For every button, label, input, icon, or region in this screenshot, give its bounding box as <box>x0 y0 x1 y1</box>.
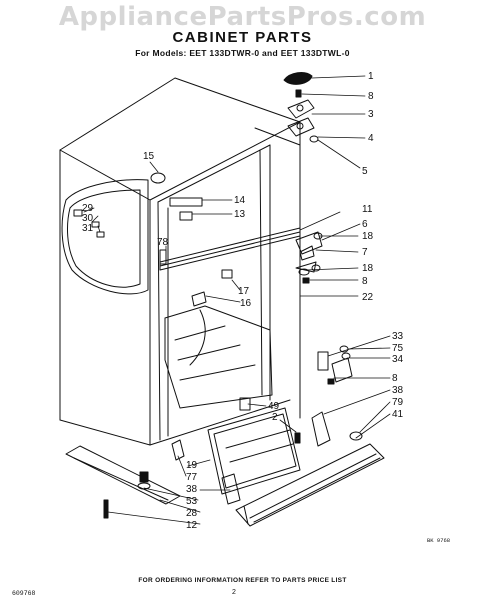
figure-code: BK 9768 <box>427 537 451 544</box>
center-hinge-assembly <box>295 231 323 284</box>
callout: 34 <box>392 354 404 365</box>
watermark: AppliancePartsPros.com <box>58 2 427 32</box>
callout: 13 <box>234 209 246 220</box>
top-hinge-assembly <box>283 72 319 143</box>
toe-grille <box>235 443 385 527</box>
callout: 77 <box>186 472 198 483</box>
callout: 53 <box>186 496 198 507</box>
bottom-hinge-assembly <box>239 345 363 447</box>
side-panel <box>61 179 149 295</box>
ordering-note: FOR ORDERING INFORMATION REFER TO PARTS … <box>138 577 347 584</box>
leader-lines <box>83 75 391 525</box>
model-subtitle: For Models: EET 133DTWR-0 and EET 133DTW… <box>135 48 350 58</box>
callout: 15 <box>143 151 155 162</box>
callout: 1 <box>368 71 374 82</box>
callout: 3 <box>368 109 374 120</box>
callout: 41 <box>392 409 404 420</box>
callout: 5 <box>362 166 368 177</box>
callout: 6 <box>362 219 368 230</box>
callout: 8 <box>368 91 374 102</box>
cabinet-small-parts <box>150 172 233 307</box>
callout: 7 <box>362 247 368 258</box>
callout: 2 <box>272 412 278 423</box>
callout: 79 <box>392 397 404 408</box>
cabinet-shell <box>59 77 301 446</box>
callout: 38 <box>392 385 404 396</box>
callout-labels: 1 8 3 4 5 15 14 13 29 30 31 11 6 18 7 18… <box>82 71 404 531</box>
callout: 49 <box>268 401 280 412</box>
callout: 29 <box>82 203 94 214</box>
crisper-pan <box>207 407 301 495</box>
callout: 4 <box>368 133 374 144</box>
callout: 22 <box>362 292 374 303</box>
callout: 17 <box>238 286 250 297</box>
page-title: CABINET PARTS <box>172 29 313 46</box>
crossbar-rail <box>159 227 301 271</box>
base-rail-assembly <box>65 439 241 519</box>
callout: 16 <box>240 298 252 309</box>
callout: 19 <box>186 460 198 471</box>
page-number: 2 <box>232 589 236 596</box>
liner-floor <box>164 305 273 409</box>
callout: 75 <box>392 343 404 354</box>
callout: 30 <box>82 213 94 224</box>
document-code: 609768 <box>12 590 36 597</box>
callout: 31 <box>82 223 94 234</box>
callout: 8 <box>392 373 398 384</box>
callout: 38 <box>186 484 198 495</box>
callout: 18 <box>362 263 374 274</box>
callout: 18 <box>362 231 374 242</box>
callout: 12 <box>186 520 198 531</box>
callout: 11 <box>362 204 373 215</box>
callout: 8 <box>362 276 368 287</box>
callout: 28 <box>186 508 198 519</box>
callout: 14 <box>234 195 246 206</box>
callout: 33 <box>392 331 404 342</box>
callout: 78 <box>157 237 169 248</box>
